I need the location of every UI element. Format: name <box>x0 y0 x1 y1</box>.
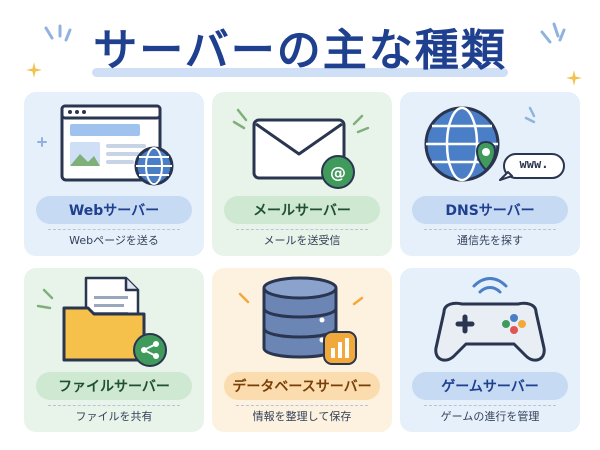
page-title: サーバーの主な種類 <box>93 25 507 76</box>
card-desc: ファイルを共有 <box>75 410 153 423</box>
svg-text:@: @ <box>330 163 346 182</box>
www-badge-text: www. <box>519 157 549 171</box>
web-browser-globe-icon <box>37 104 174 186</box>
game-controller-icon <box>434 277 546 362</box>
card-desc: 情報を整理して保存 <box>252 410 352 423</box>
database-chart-icon <box>238 276 364 365</box>
card-label: Webサーバー <box>36 196 192 224</box>
sparkle-icon <box>566 70 582 86</box>
card-label: データベースサーバー <box>224 372 380 400</box>
card-desc: ゲームの進行を管理 <box>440 410 540 423</box>
title-area: サーバーの主な種類 <box>0 6 600 78</box>
card-desc: Webページを送る <box>69 234 159 247</box>
card-database-server: データベースサーバー 情報を整理して保存 <box>212 268 392 432</box>
card-label: ゲームサーバー <box>412 372 568 400</box>
folder-share-icon <box>36 276 167 367</box>
sparkle-icon <box>26 62 42 78</box>
divider <box>236 229 368 230</box>
card-game-server: ゲームサーバー ゲームの進行を管理 <box>400 268 580 432</box>
card-web-server: Webサーバー Webページを送る <box>24 92 204 256</box>
divider <box>48 405 180 406</box>
card-desc: 通信先を探す <box>457 234 523 247</box>
card-file-server: ファイルサーバー ファイルを共有 <box>24 268 204 432</box>
divider <box>424 229 556 230</box>
mail-envelope-icon: @ <box>232 108 370 189</box>
divider <box>236 405 368 406</box>
card-label: メールサーバー <box>224 196 380 224</box>
divider <box>424 405 556 406</box>
decor-lines-icon <box>44 24 72 42</box>
dns-globe-pin-icon <box>424 106 565 182</box>
card-label: DNSサーバー <box>412 196 568 224</box>
card-dns-server: www. DNSサーバー 通信先を探す <box>400 92 580 256</box>
card-label: ファイルサーバー <box>36 372 192 400</box>
card-mail-server: @ メールサーバー メールを送受信 <box>212 92 392 256</box>
decor-lines-icon <box>540 22 566 44</box>
title-underline <box>92 68 508 77</box>
divider <box>48 229 180 230</box>
card-desc: メールを送受信 <box>263 234 341 247</box>
